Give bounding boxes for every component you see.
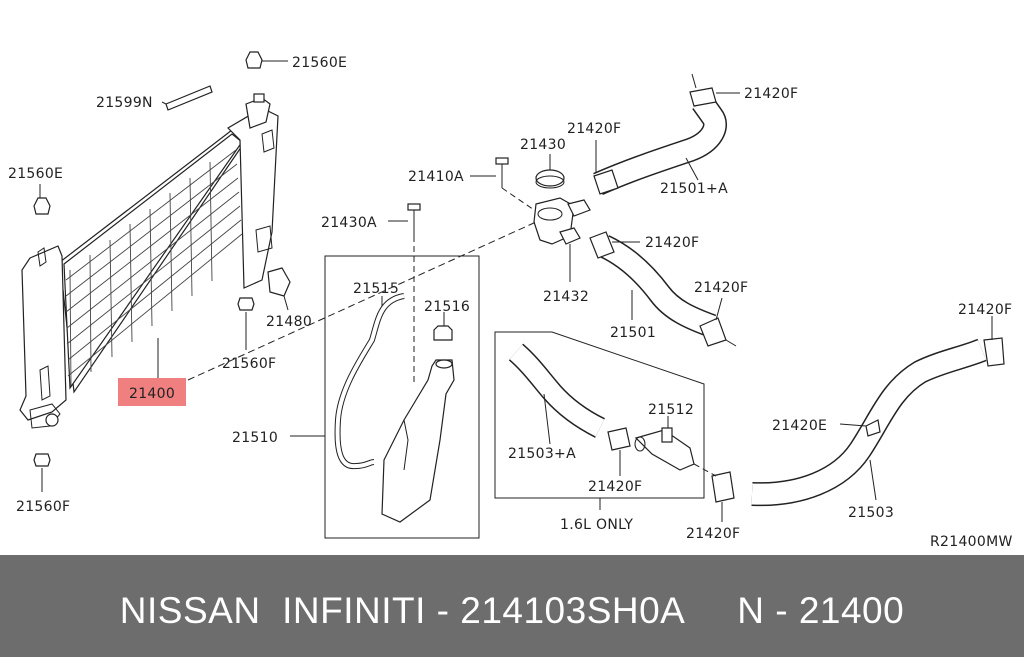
label-21560F-mid: 21560F [222,356,276,372]
part-number-caption: NISSAN INFINITI - 214103SH0A N - 21400 [119,590,905,631]
clamp-21420F-upper [593,169,619,195]
label-21400: 21400 [129,386,175,402]
label-21516: 21516 [424,299,470,315]
grommet-21560F-bottom [33,453,51,467]
hose-21503A [508,343,606,438]
grommet-21560E-left [33,197,51,215]
label-21430A: 21430A [321,215,377,231]
label-21420F-box: 21420F [588,479,642,495]
label-21515: 21515 [353,281,399,297]
bracket-21480 [267,267,291,297]
label-21420F-far: 21420F [958,302,1012,318]
clamp-21420F-bottom [711,471,735,503]
label-21503: 21503 [848,505,894,521]
label-21599N: 21599N [96,95,153,111]
label-21420F-bottom: 21420F [686,526,740,542]
16l-only-box [494,331,705,499]
label-16l-only: 1.6L ONLY [560,517,633,533]
reservoir-cap [433,325,453,341]
pipe-21512 [634,427,695,471]
parts-diagram: 21560E 21599N 21560E 21560F 21480 21400 … [8,51,1013,550]
hose-21501 [598,235,717,338]
hose-21503 [751,338,987,507]
clamp-21420F-box [607,427,631,451]
grommet-21560E-top [245,51,263,69]
label-21420F-mid: 21420F [645,235,699,251]
reservoir-tank [381,359,455,523]
footer-banner: NISSAN INFINITI - 214103SH0A N - 21400 [0,555,1024,657]
label-21510: 21510 [232,430,278,446]
label-21420F-right: 21420F [694,280,748,296]
water-outlet-21432 [533,197,591,245]
reservoir-group-box [324,255,480,539]
label-21560F-bottom: 21560F [16,499,70,515]
reservoir-hose [334,293,405,470]
label-21480: 21480 [266,314,312,330]
hose-21501A [593,95,727,195]
filler-cap-21430 [535,169,565,189]
label-21512: 21512 [648,402,694,418]
clamp-21420F-mid [589,231,615,259]
label-21420F-upper: 21420F [567,121,621,137]
part-highlight [118,378,186,406]
label-21410A: 21410A [408,169,464,185]
strip-21599N [165,85,213,111]
label-21420E: 21420E [772,418,827,434]
grommet-21560F-mid [237,297,255,311]
clamp-21420F-cap [689,87,717,107]
bolt-21410A [495,157,509,188]
label-21432: 21432 [543,289,589,305]
label-21560E-top: 21560E [292,55,347,71]
label-21503A: 21503+A [508,446,576,462]
diagram-reference-code: R21400MW [930,534,1013,550]
clamp-21420F-far [983,337,1005,367]
radiator [19,93,279,429]
bolt-21430A [407,203,421,236]
label-21430: 21430 [520,137,566,153]
label-21501: 21501 [610,325,656,341]
clamp-21420E [865,419,881,437]
label-21560E-left: 21560E [8,166,63,182]
label-21420F-cap: 21420F [744,86,798,102]
label-21501A: 21501+A [660,181,728,197]
diagram-drawing: 21560E 21599N 21560E 21560F 21480 21400 … [8,51,1013,550]
